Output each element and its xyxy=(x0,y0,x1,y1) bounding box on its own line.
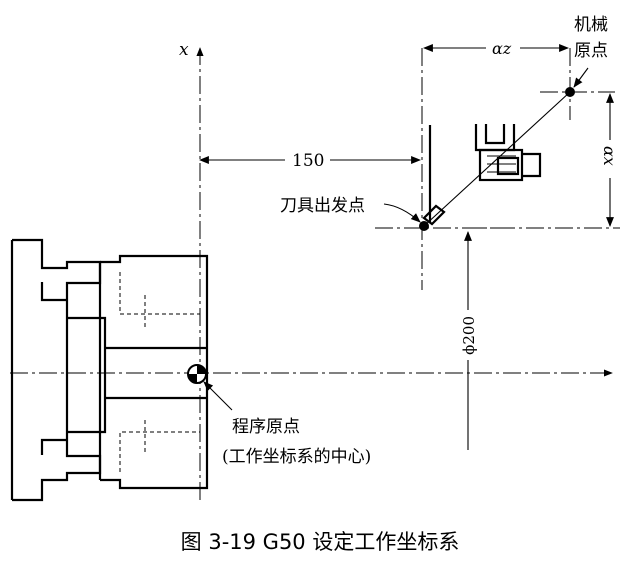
dimension-alpha-z: αz xyxy=(423,39,569,58)
alpha-x-label: αx xyxy=(600,146,619,166)
tool-start-point xyxy=(419,221,429,231)
figure-caption: 图 3-19 G50 设定工作坐标系 xyxy=(180,530,460,554)
machine-origin-label-1: 机械 xyxy=(574,15,608,35)
program-origin-label-2: (工作坐标系的中心) xyxy=(222,447,371,467)
tool-holder xyxy=(422,124,542,226)
tool-start-label: 刀具出发点 xyxy=(280,196,365,216)
dimension-150: 150 xyxy=(199,151,421,171)
machine-origin-label-2: 原点 xyxy=(574,41,608,61)
phi200-label: ϕ200 xyxy=(460,316,478,355)
program-origin-symbol xyxy=(187,364,207,384)
chuck-assembly xyxy=(10,238,209,502)
program-origin-label-1: 程序原点 xyxy=(232,417,300,437)
dimension-alpha-x: αx xyxy=(600,93,619,227)
dimension-phi200: ϕ200 xyxy=(460,231,478,450)
x-axis-label: x xyxy=(179,40,189,60)
alpha-z-label: αz xyxy=(492,39,512,58)
machine-origin-point xyxy=(565,87,575,97)
dimension-150-label: 150 xyxy=(292,151,324,171)
diagonal-line xyxy=(423,91,571,227)
